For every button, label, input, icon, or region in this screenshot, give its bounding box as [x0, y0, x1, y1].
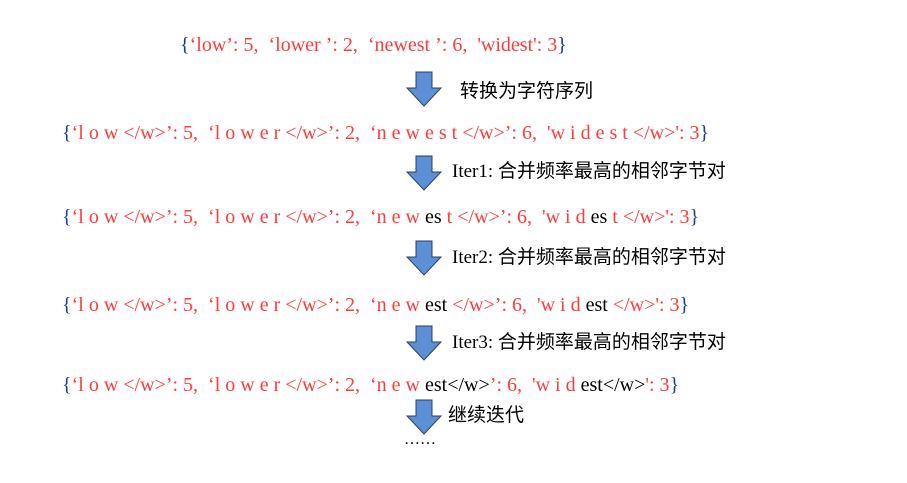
- token-segment: }: [669, 374, 680, 396]
- token-segment: }: [689, 206, 700, 228]
- token-segment: {: [62, 294, 72, 316]
- token-segment: {: [62, 206, 72, 228]
- vocab-line-4: {‘l o w </w>’: 5, ‘l o w e r </w>’: 2, ‘…: [62, 373, 679, 397]
- step-label: Iter2: 合并频率最高的相邻字节对: [452, 247, 726, 268]
- token-segment: </w>': 3: [607, 294, 680, 316]
- token-segment: ‘l o w </w>’: 5, ‘l o w e r </w>’: 2, ‘n…: [71, 374, 425, 396]
- vocab-line-2: {‘l o w </w>’: 5, ‘l o w e r </w>’: 2, ‘…: [62, 205, 699, 229]
- token-segment: est</w>: [580, 374, 646, 396]
- token-segment: est</w>: [425, 374, 490, 396]
- down-arrow-icon: [406, 325, 442, 361]
- token-segment: ‘low’: 5, ‘lower ’: 2, ‘newest ’: 6, 'wi…: [189, 34, 558, 56]
- vocab-line-3: {‘l o w </w>’: 5, ‘l o w e r </w>’: 2, ‘…: [62, 293, 689, 317]
- step-label: Iter1: 合并频率最高的相邻字节对: [452, 161, 726, 182]
- token-segment: }: [679, 294, 690, 316]
- down-arrow-icon: [406, 399, 442, 435]
- token-segment: }: [557, 34, 567, 56]
- token-segment: ‘l o w </w>’: 5, ‘l o w e r </w>’: 2, ‘n…: [71, 206, 425, 228]
- down-arrow-icon: [406, 71, 442, 107]
- token-segment: es: [590, 206, 608, 228]
- token-segment: ‘l o w </w>’: 5, ‘l o w e r </w>’: 2, ‘n…: [71, 122, 700, 144]
- token-segment: ': 3: [645, 374, 670, 396]
- token-segment: </w>’: 6, 'w i d: [447, 294, 586, 316]
- token-segment: ‘l o w </w>’: 5, ‘l o w e r </w>’: 2, ‘n…: [71, 294, 425, 316]
- token-segment: }: [699, 122, 710, 144]
- step-label: Iter3: 合并频率最高的相邻字节对: [452, 332, 726, 353]
- token-segment: est: [425, 294, 448, 316]
- ellipsis: ……: [404, 431, 436, 448]
- step-label: 转换为字符序列: [460, 81, 594, 102]
- token-segment: est: [585, 294, 608, 316]
- token-segment: ’: 6, 'w i d: [489, 374, 581, 396]
- token-segment: t </w>': 3: [607, 206, 690, 228]
- down-arrow-icon: [406, 155, 442, 191]
- token-segment: t </w>’: 6, 'w i d: [441, 206, 591, 228]
- step-label: 继续迭代: [448, 405, 525, 426]
- vocab-line-1: {‘l o w </w>’: 5, ‘l o w e r </w>’: 2, ‘…: [62, 121, 709, 145]
- token-segment: {: [62, 122, 72, 144]
- token-segment: {: [180, 34, 190, 56]
- token-segment: {: [62, 374, 72, 396]
- vocab-line-0: {‘low’: 5, ‘lower ’: 2, ‘newest ’: 6, 'w…: [180, 33, 567, 57]
- token-segment: es: [425, 206, 442, 228]
- down-arrow-icon: [406, 240, 442, 276]
